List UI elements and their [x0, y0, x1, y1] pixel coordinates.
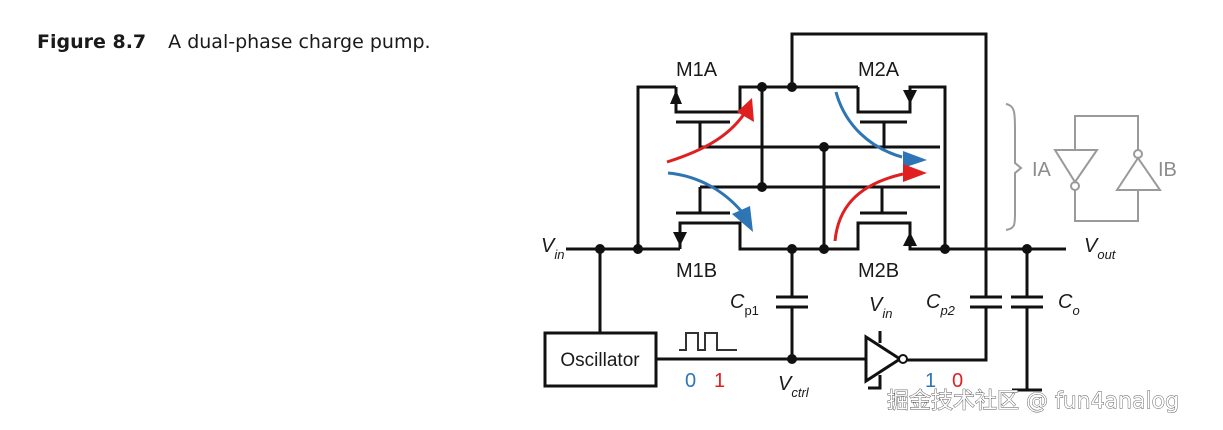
figure-title: A dual-phase charge pump.	[168, 31, 431, 53]
inverter-body	[864, 334, 903, 384]
junction-dot	[757, 182, 767, 192]
label-vout: Vout	[1084, 235, 1117, 262]
inverter-ia	[1053, 149, 1099, 184]
label-cp1-main: C	[730, 291, 745, 313]
label-vctrl-sub: ctrl	[791, 385, 809, 400]
clock-waveform	[679, 332, 737, 351]
label-m1a: M1A	[676, 59, 718, 81]
junction-dot	[940, 244, 950, 254]
label-cp2-main: C	[926, 291, 941, 313]
inverter-ib-bubble	[1133, 149, 1143, 159]
m1b-channel	[678, 221, 830, 251]
junction-dot	[819, 244, 829, 254]
junction-dot	[787, 354, 797, 364]
phase0-current-arrow-m1b	[667, 171, 744, 213]
phase-label-left-0: 0	[685, 370, 696, 392]
phase1-current-arrow-m1a	[666, 107, 750, 164]
junction-dot	[1022, 244, 1032, 254]
latch-label-ib: IB	[1158, 159, 1177, 181]
label-co: Co	[1058, 291, 1080, 318]
arrowhead-blue	[903, 151, 927, 168]
oscillator-block	[543, 331, 658, 388]
junction-dots	[595, 82, 1032, 364]
phase-label-right-0: 0	[952, 370, 963, 392]
junction-dot	[787, 244, 797, 254]
cp2-gap	[980, 298, 992, 306]
label-vctrl-main: V	[778, 373, 793, 395]
cross-coupled-latch	[1005, 103, 1162, 231]
inverter-ib	[1115, 156, 1162, 191]
watermark: 掘金技术社区 @ fun4analog	[887, 389, 1179, 414]
label-inv-vin-sub: in	[882, 306, 892, 321]
latch-bottom-wire	[1074, 190, 1139, 222]
label-inv-vin-main: V	[869, 294, 884, 316]
phase-label-right-1: 1	[925, 370, 936, 392]
m1a-source-arrow	[670, 90, 682, 104]
inverter-gnd	[868, 375, 882, 390]
inverter-bubble	[898, 354, 908, 364]
junction-dot	[757, 82, 767, 92]
wires	[566, 32, 1066, 392]
latch-top-wire	[1074, 115, 1139, 150]
label-co-main: C	[1058, 291, 1073, 313]
label-m2a: M2A	[858, 59, 900, 81]
label-m2b: M2B	[858, 260, 899, 282]
m1b-source-arrow	[673, 232, 687, 246]
arrowhead-red	[903, 164, 927, 182]
label-m1b: M1B	[676, 260, 717, 282]
label-vout-sub: out	[1097, 247, 1116, 262]
junction-dot	[595, 244, 605, 254]
label-co-sub: o	[1072, 303, 1079, 318]
junction-dot	[819, 142, 829, 152]
phase-label-left-1: 1	[714, 370, 725, 392]
m2a-channel	[856, 85, 947, 249]
label-inverter-vin: Vin	[869, 294, 892, 321]
figure-number: Figure 8.7	[37, 31, 147, 53]
label-cp2-sub: p2	[939, 303, 955, 318]
phase0-current-arrow-m2a	[834, 91, 903, 159]
m1a-source-wire	[636, 85, 676, 249]
label-vout-main: V	[1084, 235, 1099, 257]
latch-label-ia: IA	[1032, 159, 1052, 181]
figure-caption: Figure 8.7 A dual-phase charge pump.	[37, 31, 431, 53]
m2b-source-arrow	[903, 232, 917, 246]
top-loop-wire	[790, 32, 988, 362]
label-vin-sub: in	[554, 247, 564, 262]
label-vin-main: V	[541, 235, 556, 257]
m2b-channel-vout	[830, 221, 1066, 251]
m2a-gate-wire	[824, 122, 886, 149]
junction-dot	[787, 82, 797, 92]
arrowhead-red	[737, 98, 754, 122]
label-cp1-sub: p1	[744, 303, 758, 318]
junction-dot	[633, 244, 643, 254]
arrowhead-blue	[732, 206, 753, 232]
oscillator-label: Oscillator	[560, 350, 640, 371]
phase1-current-arrow-m2b	[833, 172, 904, 242]
label-vctrl: Vctrl	[778, 373, 810, 400]
label-cp2: Cp2	[926, 291, 956, 318]
label-vin: Vin	[541, 235, 564, 262]
m2a-source-arrow	[903, 90, 917, 104]
brace-icon	[1005, 103, 1023, 231]
label-cp1: Cp1	[730, 291, 759, 318]
